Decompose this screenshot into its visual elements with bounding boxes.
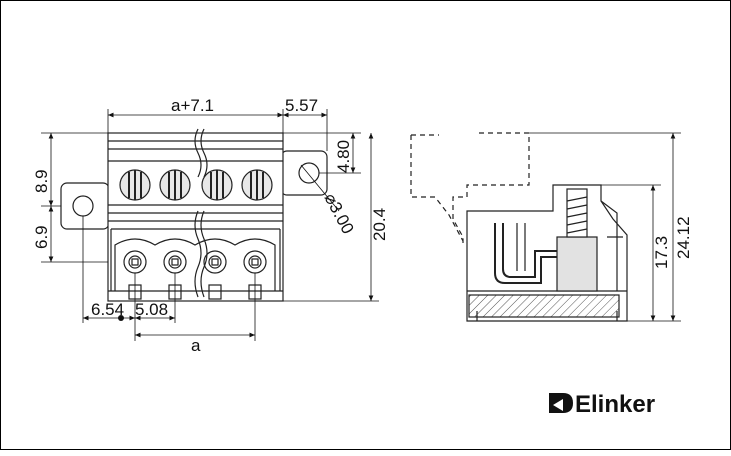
reference-dot bbox=[118, 315, 124, 321]
break-line-top bbox=[194, 128, 202, 178]
dim-top-width: a+7.1 bbox=[171, 96, 214, 115]
dim-total-height: 20.4 bbox=[370, 208, 389, 241]
mating-plug-outline bbox=[410, 132, 530, 243]
dim-side-height-total: 24.12 bbox=[674, 216, 693, 259]
dim-pitch-span: a bbox=[191, 336, 201, 355]
side-view bbox=[410, 132, 628, 322]
front-view bbox=[60, 128, 328, 302]
screw-3 bbox=[201, 169, 233, 201]
wire-entry-3 bbox=[203, 250, 227, 274]
pin-lead bbox=[494, 223, 557, 284]
dim-flange-offset: 5.57 bbox=[285, 96, 318, 115]
side-base-hatch bbox=[468, 294, 620, 318]
pocket-row bbox=[114, 238, 276, 291]
screw-thread bbox=[566, 188, 588, 238]
dim-left-offset: 6.54 bbox=[91, 300, 124, 319]
screw-2 bbox=[159, 169, 191, 201]
dim-hole-diameter: ⌀3.00 bbox=[320, 190, 357, 237]
latch bbox=[600, 200, 623, 291]
elinker-logo-icon bbox=[549, 393, 573, 413]
front-dimensions bbox=[41, 109, 379, 341]
clamp-box bbox=[556, 236, 598, 292]
dim-hole-offset: 4.80 bbox=[334, 140, 353, 173]
dim-lower-height: 6.9 bbox=[32, 225, 51, 249]
dim-pitch: 5.08 bbox=[135, 300, 168, 319]
screw-1 bbox=[119, 169, 151, 201]
left-flange bbox=[60, 182, 110, 230]
break-line-bottom bbox=[194, 210, 202, 298]
logo-text: Elinker bbox=[575, 391, 655, 418]
elinker-logo: Elinker bbox=[549, 391, 655, 418]
dim-side-height-inner: 17.3 bbox=[652, 236, 671, 269]
side-dimensions bbox=[529, 132, 681, 322]
screw-4 bbox=[241, 169, 273, 201]
dim-upper-height: 8.9 bbox=[32, 169, 51, 193]
